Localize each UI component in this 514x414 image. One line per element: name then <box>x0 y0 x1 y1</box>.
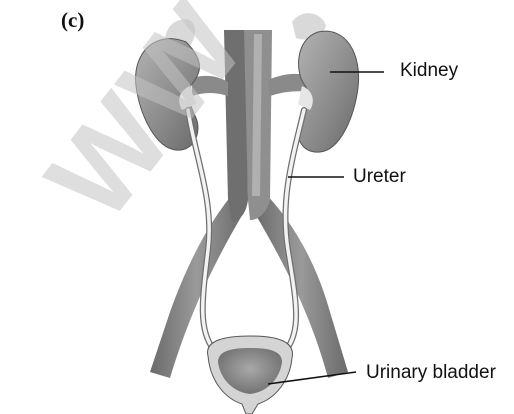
ureter-label: Ureter <box>353 166 406 188</box>
panel-label: (c) <box>61 8 84 33</box>
kidney-label: Kidney <box>400 60 458 82</box>
urinary-bladder-label: Urinary bladder <box>366 362 496 384</box>
